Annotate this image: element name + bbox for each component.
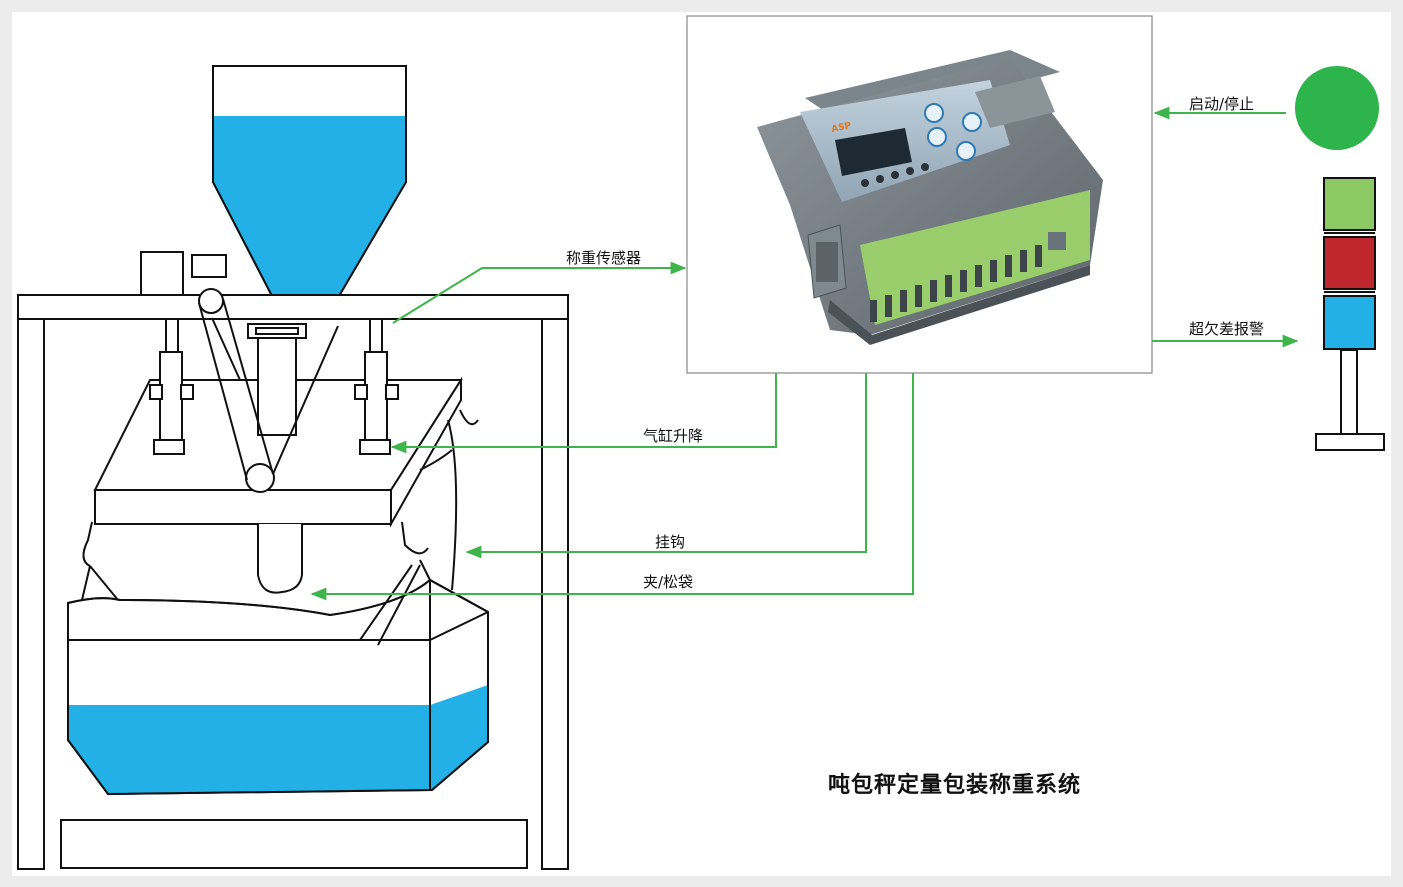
top-beam (17, 294, 569, 320)
cylinder-left (149, 318, 194, 455)
controller-brand: ASP (831, 121, 853, 135)
arrow-cylinder (390, 373, 777, 454)
label-clamp: 夹/松袋 (643, 573, 694, 591)
label-start-stop: 启动/停止 (1189, 95, 1255, 113)
base-plate (60, 819, 528, 869)
ton-bag-machine (17, 65, 569, 870)
lifting-frame-side (94, 489, 392, 525)
hook-right (401, 521, 429, 555)
arrow-clamp (310, 373, 914, 601)
left-leg (17, 318, 45, 870)
tower-light (1315, 177, 1385, 451)
tower-light-red (1323, 236, 1376, 290)
tower-light-green (1323, 177, 1376, 231)
diagram-title: 吨包秤定量包装称重系统 (828, 773, 1082, 798)
ton-bag (67, 419, 489, 796)
tower-light-pole (1340, 349, 1358, 435)
arrow-hook (465, 373, 867, 559)
label-alarm: 超欠差报警 (1189, 320, 1265, 338)
start-stop-button[interactable] (1295, 66, 1379, 150)
weighing-controller: ASP (757, 50, 1103, 345)
cylinder-right (354, 318, 399, 455)
label-cylinder: 气缸升降 (643, 427, 704, 445)
hook-left (82, 521, 93, 567)
tower-light-base (1315, 433, 1385, 451)
label-hook: 挂钩 (655, 533, 686, 551)
tower-light-blue (1323, 295, 1376, 350)
motor-box (140, 251, 184, 297)
label-load-cell: 称重传感器 (566, 249, 642, 267)
arrow-load-cell (392, 261, 687, 324)
signal-arrows (310, 106, 1299, 601)
pulley-box (191, 254, 227, 278)
discharge-pipe (257, 329, 297, 436)
